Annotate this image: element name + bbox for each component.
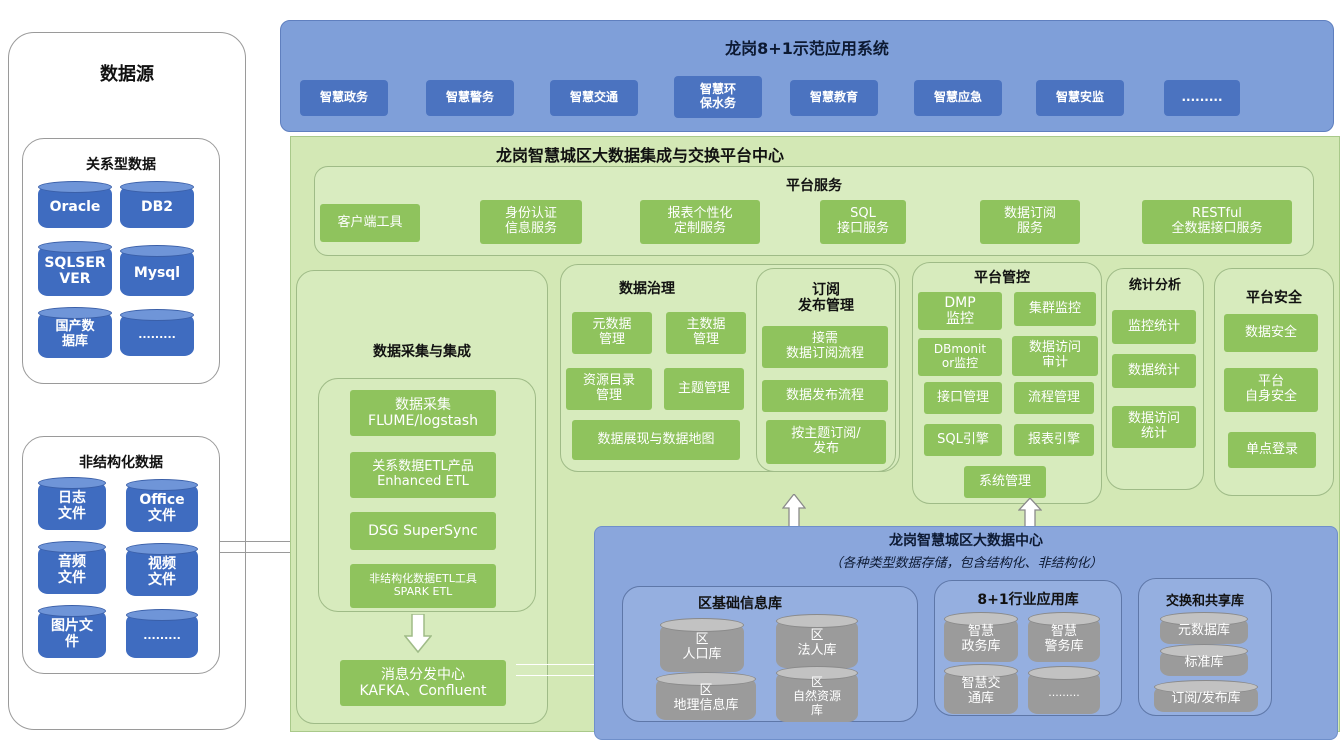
sec-data[interactable]: 数据安全: [1224, 314, 1318, 352]
db-population: 区 人口库: [660, 618, 744, 672]
collection-title: 数据采集与集成: [373, 344, 471, 360]
db-sqlserver: SQLSER VER: [38, 241, 112, 296]
arrow-down-collection: [404, 614, 432, 654]
industry-db-title: 8+1行业应用库: [977, 592, 1079, 608]
gov-masterdata[interactable]: 主数据 管理: [666, 312, 746, 354]
gov-map[interactable]: 数据展现与数据地图: [572, 420, 740, 460]
mgmt-system[interactable]: 系统管理: [964, 466, 1046, 498]
app-emergency-button[interactable]: 智慧应急: [914, 80, 1002, 116]
arrow-source-to-collection: [220, 541, 300, 553]
db-meta: 元数据库: [1160, 612, 1248, 644]
bigdata-subtitle: （各种类型数据存储，包含结构化、非结构化）: [829, 555, 1103, 571]
db-police: 智慧 警务库: [1028, 612, 1100, 662]
unstructured-data-title: 非结构化数据: [79, 455, 163, 471]
tool-spark[interactable]: 非结构化数据ETL工具 SPARK ETL: [350, 564, 496, 608]
kafka-center[interactable]: 消息分发中心 KAFKA、Confluent: [340, 660, 506, 706]
app-edu-button[interactable]: 智慧教育: [790, 80, 878, 116]
sec-platform[interactable]: 平台 自身安全: [1224, 368, 1318, 412]
stats-access[interactable]: 数据访问 统计: [1112, 406, 1196, 448]
app-police-button[interactable]: 智慧警务: [426, 80, 514, 116]
gov-topic[interactable]: 主题管理: [664, 368, 744, 410]
file-more: .........: [126, 609, 198, 658]
service-subscribe[interactable]: 数据订阅 服务: [980, 200, 1080, 244]
db-domestic: 国产数 据库: [38, 307, 112, 358]
basic-db-title: 区基础信息库: [698, 596, 782, 612]
mgmt-cluster[interactable]: 集群监控: [1014, 292, 1096, 326]
file-video: 视频 文件: [126, 543, 198, 596]
sub-topic[interactable]: 按主题订阅/ 发布: [766, 420, 886, 464]
db-gov: 智慧 政务库: [944, 612, 1018, 662]
subscription-title: 订阅 发布管理: [798, 281, 854, 314]
mgmt-audit[interactable]: 数据访问 审计: [1012, 336, 1098, 376]
app-traffic-button[interactable]: 智慧交通: [550, 80, 638, 116]
mgmt-sql[interactable]: SQL引擎: [924, 424, 1002, 456]
apps-title: 龙岗8+1示范应用系统: [725, 39, 889, 58]
app-gov-button[interactable]: 智慧政务: [300, 80, 388, 116]
app-more-button[interactable]: .........: [1164, 80, 1240, 116]
service-client-tool[interactable]: 客户端工具: [320, 204, 420, 242]
stats-title: 统计分析: [1128, 277, 1181, 293]
db-natural: 区 自然资源 库: [776, 666, 858, 722]
app-env-button[interactable]: 智慧环 保水务: [674, 76, 762, 118]
mgmt-report[interactable]: 报表引擎: [1014, 424, 1094, 456]
service-report[interactable]: 报表个性化 定制服务: [640, 200, 760, 244]
mgmt-dbmonitor[interactable]: DBmonit or监控: [918, 338, 1002, 376]
gov-catalog[interactable]: 资源目录 管理: [566, 368, 652, 410]
services-title: 平台服务: [786, 178, 842, 194]
sub-publish[interactable]: 数据发布流程: [762, 380, 888, 412]
sub-flow[interactable]: 接需 数据订阅流程: [762, 326, 888, 368]
tool-etl[interactable]: 关系数据ETL产品 Enhanced ETL: [350, 452, 496, 498]
db-mysql: Mysql: [120, 245, 194, 296]
governance-title: 数据治理: [619, 281, 675, 297]
tool-flume[interactable]: 数据采集 FLUME/logstash: [350, 390, 496, 436]
db-db2: DB2: [120, 181, 194, 228]
exchange-db-title: 交换和共享库: [1165, 593, 1244, 609]
db-standard: 标准库: [1160, 644, 1248, 676]
platform-title: 龙岗智慧城区大数据集成与交换平台中心: [495, 146, 784, 165]
service-auth[interactable]: 身份认证 信息服务: [480, 200, 582, 244]
db-subscribe: 订阅/发布库: [1154, 680, 1258, 712]
arrow-up-management: [1018, 498, 1042, 528]
file-office: Office 文件: [126, 479, 198, 532]
mgmt-dmp[interactable]: DMP 监控: [918, 292, 1002, 330]
bigdata-title: 龙岗智慧城区大数据中心: [889, 533, 1043, 549]
app-safety-button[interactable]: 智慧安监: [1036, 80, 1124, 116]
stats-data[interactable]: 数据统计: [1112, 354, 1196, 388]
tool-supersync[interactable]: DSG SuperSync: [350, 512, 496, 550]
db-traffic: 智慧交 通库: [944, 664, 1018, 714]
gov-metadata[interactable]: 元数据 管理: [572, 312, 652, 354]
management-title: 平台管控: [974, 270, 1030, 286]
db-legal: 区 法人库: [776, 614, 858, 668]
data-source-title: 数据源: [100, 64, 154, 85]
arrow-up-subscription: [782, 494, 806, 528]
file-image: 图片文 件: [38, 605, 106, 658]
db-geo: 区 地理信息库: [656, 672, 756, 720]
mgmt-interface[interactable]: 接口管理: [924, 382, 1002, 414]
sec-sso[interactable]: 单点登录: [1228, 432, 1316, 468]
file-log: 日志 文件: [38, 477, 106, 530]
arrow-kafka-to-bigdata: [516, 664, 606, 676]
db-industry-more: .........: [1028, 666, 1100, 714]
db-oracle: Oracle: [38, 181, 112, 228]
security-title: 平台安全: [1246, 290, 1302, 306]
relational-data-title: 关系型数据: [86, 157, 156, 173]
service-sql[interactable]: SQL 接口服务: [820, 200, 906, 244]
stats-monitor[interactable]: 监控统计: [1112, 310, 1196, 344]
db-more: .........: [120, 309, 194, 356]
file-audio: 音频 文件: [38, 541, 106, 594]
mgmt-process[interactable]: 流程管理: [1014, 382, 1094, 414]
service-restful[interactable]: RESTful 全数据接口服务: [1142, 200, 1292, 244]
